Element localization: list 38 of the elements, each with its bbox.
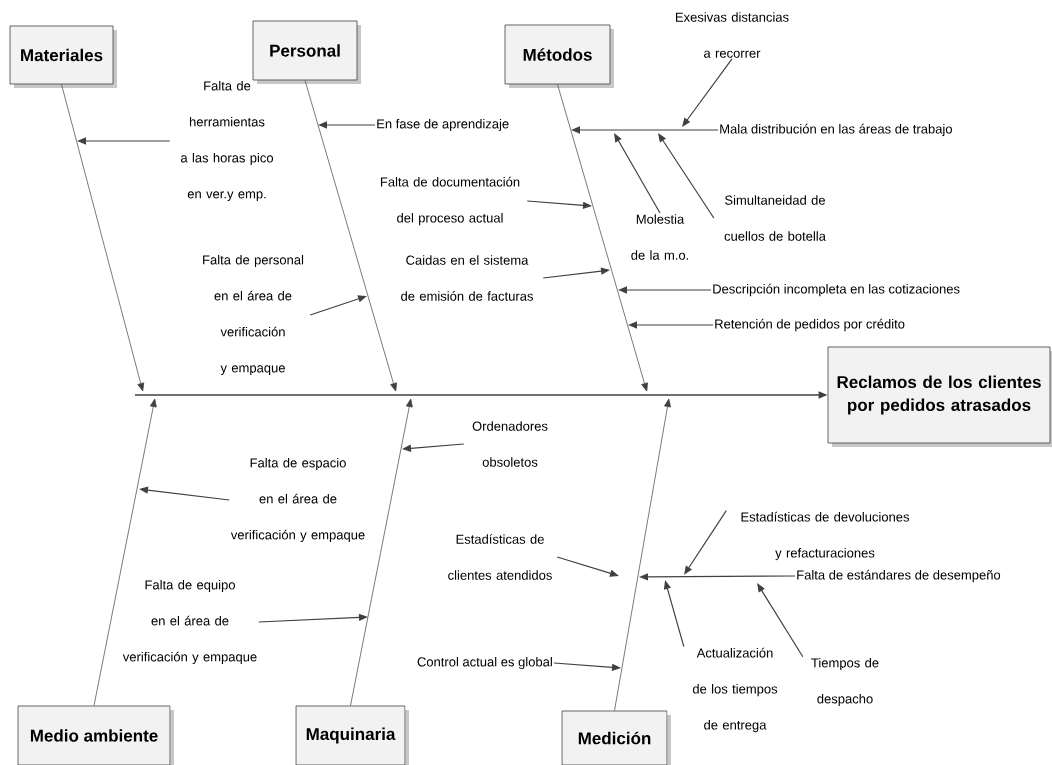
cause-label: Falta de espacio en el área de verificación y empaque [230, 457, 365, 543]
cause-label: Falta de estándares de desempeño [797, 569, 1001, 583]
cause-label: Ordenadores obsoletos [472, 421, 548, 467]
cause-label: Exesivas distancias a recorrer [676, 12, 789, 58]
cause-label: Descripción incompleta en las cotizaciones [713, 283, 960, 297]
bone-arrow [304, 80, 397, 392]
cause-label: Mala distribución en las áreas de trabajo [720, 123, 952, 137]
cause-label: Control actual es global [417, 656, 552, 670]
category-box: Medio ambiente [17, 705, 174, 765]
arrow [614, 133, 661, 214]
cause-label: Estadísticas de devoluciones y refacturaciones [741, 511, 910, 561]
bone-arrow [93, 398, 157, 706]
cause-label: Falta de documentación del proceso actual [381, 176, 520, 226]
bone-arrow [61, 84, 145, 392]
cause-label: Retención de pedidos por crédito [715, 318, 905, 332]
cause-label: Caidas en el sistema de emisión de facturas [401, 255, 533, 301]
cause-label: Falta de equipo en el área de verificación y empaque [122, 579, 257, 665]
cause-label: Tiempos de despacho [811, 657, 879, 707]
category-box: Maquinaria [295, 705, 409, 765]
bone-arrow [557, 84, 648, 392]
cause-label: En fase de aprendizaje [377, 118, 509, 132]
category-box: Medición [561, 710, 671, 765]
arrow [309, 295, 367, 316]
cause-label: Falta de personal en el área de verificación y empaque [203, 254, 304, 376]
category-box: Personal [252, 20, 361, 84]
arrow [658, 133, 715, 219]
cause-label: Simultaneidad de cuellos de botella [724, 195, 826, 241]
arrow [682, 58, 733, 127]
effect-box: Reclamos de los clientes por pedidos atrasados [827, 346, 1052, 447]
bone-arrow [614, 398, 671, 711]
category-box: Métodos [504, 24, 614, 88]
cause-label: Molestia de la m.o. [631, 214, 689, 260]
category-box: Materiales [9, 25, 117, 88]
cause-label: Estadísticas de clientes atendidos [448, 534, 552, 580]
arrow [684, 510, 727, 575]
bone-arrow [350, 398, 413, 706]
cause-label: Actualización de los tiempos de entrega [692, 647, 778, 733]
arrow [757, 583, 804, 658]
